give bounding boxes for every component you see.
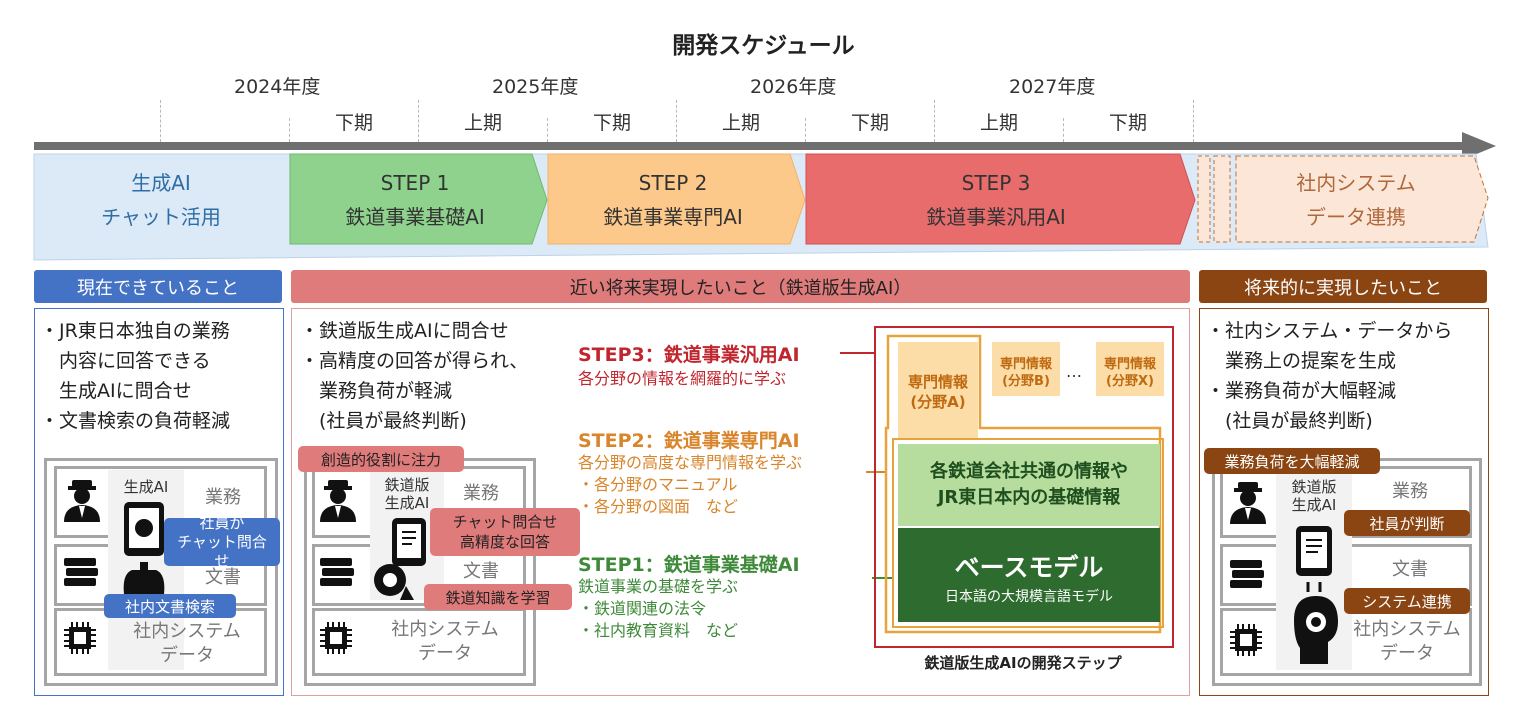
staff-icon <box>64 480 100 522</box>
header-current: 現在できていること <box>34 270 282 303</box>
base-model-box <box>898 528 1160 622</box>
tag-chat-query: 社員が チャット問合せ <box>164 514 280 570</box>
step3-label: STEP 3 鉄道事業汎用AI <box>926 171 1066 229</box>
step2-label: STEP 2 鉄道事業専門AI <box>603 171 743 229</box>
spec-label-a: 専門情報 (分野A) <box>907 373 968 411</box>
row-business-label: 業務 <box>463 483 499 504</box>
year-2026: 2026年度 <box>750 76 837 98</box>
half-label: 下期 <box>1108 112 1147 134</box>
step2-title: STEP2：鉄道事業専門AI <box>578 430 800 452</box>
ai-label: 鉄道版 生成AI <box>384 476 430 512</box>
row-business-label: 業務 <box>205 487 241 508</box>
half-label: 下期 <box>592 112 631 134</box>
grid-line <box>547 118 548 142</box>
year-2027: 2027年度 <box>1009 76 1096 98</box>
spec-label-b: 専門情報 (分野B) <box>999 357 1052 389</box>
chip-icon <box>320 622 352 654</box>
tag-chat-accurate: チャット問合せ 高精度な回答 <box>430 508 580 556</box>
model-caption: 鉄道版生成AIの開発ステップ <box>924 654 1122 672</box>
row-documents-label: 文書 <box>205 567 241 588</box>
model-mid-frame <box>892 438 1164 628</box>
current-phase-label: 生成AI チャット活用 <box>101 171 221 229</box>
step2-arrow <box>547 153 806 245</box>
ai-label: 鉄道版 生成AI <box>1291 478 1337 514</box>
step3-connector <box>840 352 874 354</box>
step1-label: STEP 1 鉄道事業基礎AI <box>345 171 485 229</box>
staff-icon <box>320 480 356 522</box>
ai-label: 生成AI <box>123 478 169 496</box>
grid-line <box>805 118 806 142</box>
grid-line <box>418 100 419 142</box>
row-system-label: 社内システム データ <box>133 621 241 666</box>
header-near-future: 近い将来実現したいこと（鉄道版生成AI） <box>291 270 1190 303</box>
row-business-label: 業務 <box>1392 481 1428 502</box>
tag-reduce-load: 業務負荷を大幅軽減 <box>1204 448 1380 474</box>
row-system-label: 社内システム データ <box>391 619 499 664</box>
model-outer-frame <box>874 326 1174 648</box>
spec-box-b <box>992 342 1060 396</box>
tag-learn-knowledge: 鉄道知識を学習 <box>424 584 572 610</box>
books-icon <box>1230 560 1264 588</box>
year-2025: 2025年度 <box>492 76 579 98</box>
grid-line <box>934 100 935 142</box>
future-stripe <box>1197 155 1211 243</box>
common-info-box: 各鉄道会社共通の情報や JR東日本内の基礎情報 <box>898 444 1160 526</box>
spec-box-x <box>1096 342 1164 396</box>
ellipsis: … <box>1066 362 1082 381</box>
half-label: 下期 <box>334 112 373 134</box>
step3-title: STEP3：鉄道事業汎用AI <box>578 344 800 366</box>
future-arrow <box>1235 155 1489 243</box>
step1-connector <box>872 577 894 579</box>
spec-label-x: 専門情報 (分野X) <box>1103 357 1156 389</box>
step1-title: STEP1：鉄道事業基礎AI <box>578 554 800 576</box>
timeline-svg <box>33 132 1496 261</box>
tag-doc-search: 社内文書検索 <box>104 594 236 618</box>
half-label: 下期 <box>850 112 889 134</box>
current-description: ・JR東日本独自の業務 内容に回答できる 生成AIに問合せ ・文書検索の負荷軽減 <box>40 320 231 432</box>
grid-line <box>1063 118 1064 142</box>
timeline-arrow-head <box>1462 132 1496 160</box>
tag-system-link: システム連携 <box>1344 588 1470 614</box>
future-description: ・社内システム・データから 業務上の提案を生成 ・業務負荷が大幅軽減 (社員が最… <box>1206 320 1453 432</box>
half-label: 上期 <box>463 112 502 134</box>
books-icon <box>320 558 354 586</box>
books-icon <box>64 558 98 586</box>
base-model-title: ベースモデル <box>954 553 1104 582</box>
row-documents-label: 文書 <box>463 561 499 582</box>
step1-arrow <box>289 153 548 245</box>
base-model-subtitle: 日本語の大規模言語モデル <box>945 589 1113 605</box>
step3-description: 各分野の情報を網羅的に学ぶ <box>578 369 787 388</box>
grid-line <box>160 100 161 142</box>
current-system-frame <box>44 458 278 686</box>
row-system-label: 社内システム データ <box>1353 619 1461 664</box>
step2-description: 各分野の高度な専門情報を学ぶ ・各分野のマニュアル ・各分野の図面 など <box>578 453 803 516</box>
step2-connector <box>866 471 886 473</box>
chip-icon <box>1230 624 1262 656</box>
future-phase-label: 社内システム データ連携 <box>1296 171 1416 229</box>
grid-line <box>1193 100 1194 142</box>
tablet-ai-icon <box>123 502 165 594</box>
half-label: 上期 <box>721 112 760 134</box>
tablet-brain-icon <box>374 518 426 600</box>
chip-icon <box>64 622 96 654</box>
schedule-title: 開発スケジュール <box>672 33 855 59</box>
staff-icon <box>1230 482 1266 524</box>
model-frame-svg <box>884 334 1162 634</box>
grid-line <box>289 118 290 142</box>
row-documents-label: 文書 <box>1392 559 1428 580</box>
timeline-arrow-bar <box>34 142 1474 150</box>
near-future-description: ・鉄道版生成AIに問合せ ・高精度の回答が得られ、 業務負荷が軽減 (社員が最終… <box>300 320 529 432</box>
step3-arrow <box>805 153 1196 245</box>
future-stripe <box>1213 155 1231 243</box>
grid-line <box>676 100 677 142</box>
half-label: 上期 <box>979 112 1018 134</box>
tag-staff-judge: 社員が判断 <box>1344 510 1470 536</box>
tag-creative-role: 創造的役割に注力 <box>298 446 464 472</box>
spec-box-a <box>898 342 978 438</box>
year-2024: 2024年度 <box>234 76 321 98</box>
tablet-brain-icon <box>1294 526 1338 664</box>
step1-description: 鉄道事業の基礎を学ぶ ・鉄道関連の法令 ・社内教育資料 など <box>578 577 739 640</box>
header-future: 将来的に実現したいこと <box>1199 270 1487 303</box>
